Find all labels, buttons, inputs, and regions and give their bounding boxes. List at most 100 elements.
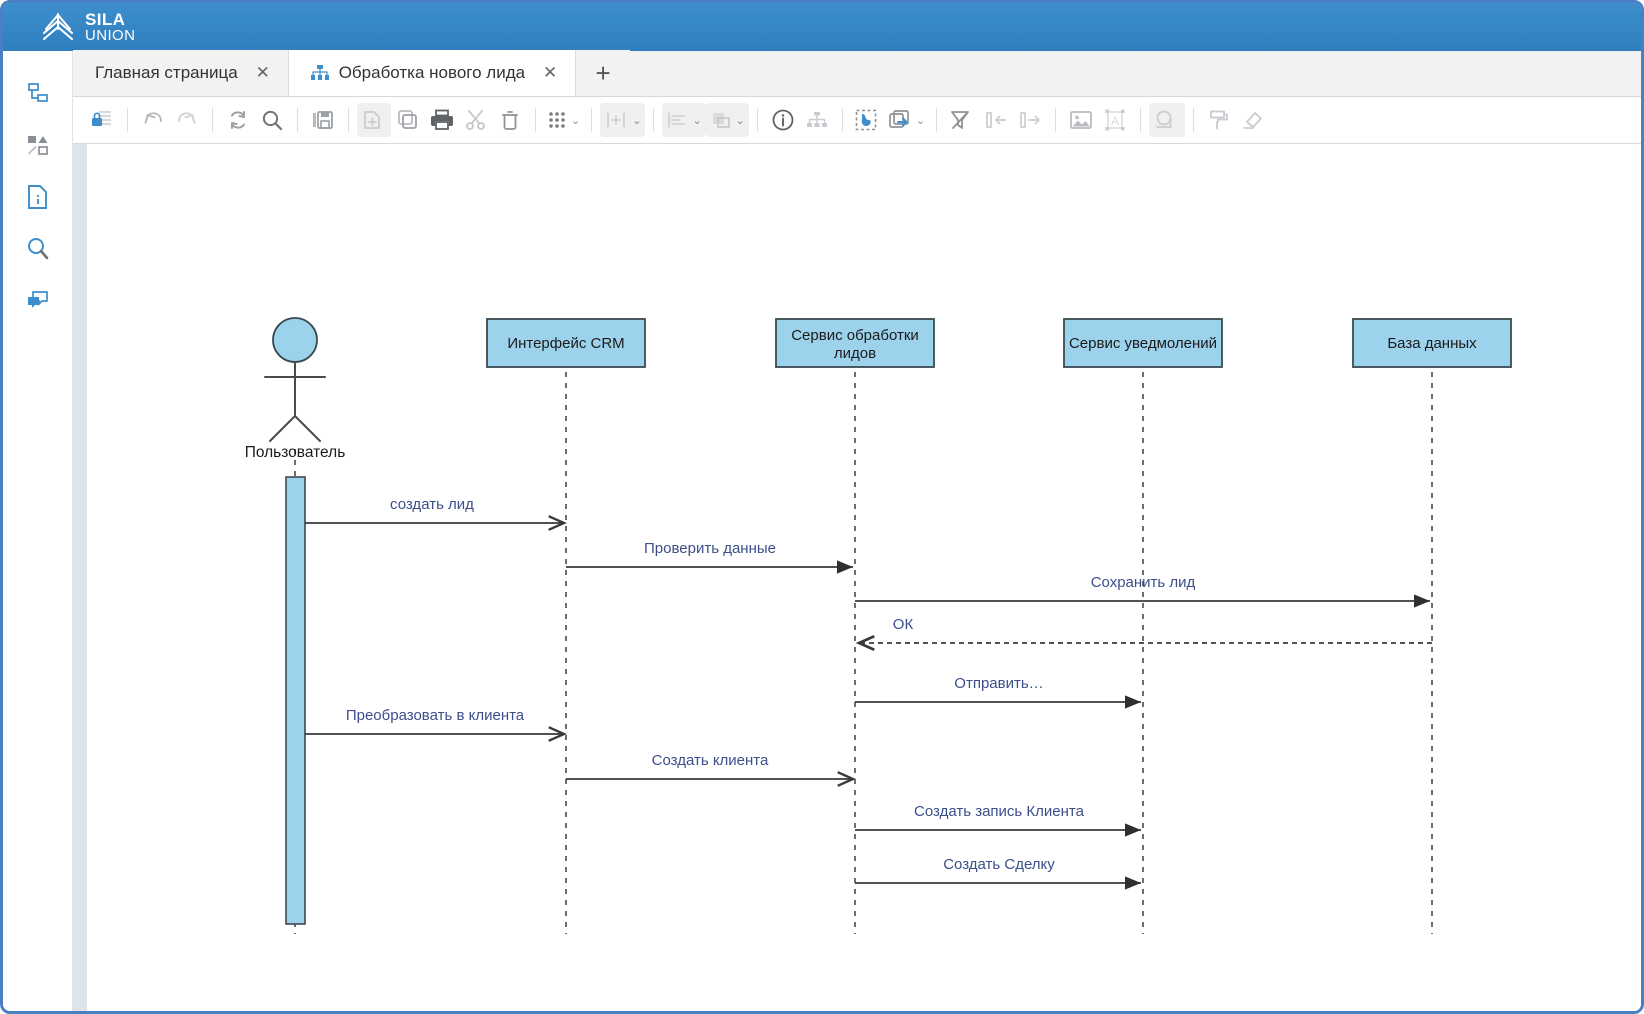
tab-main-page[interactable]: Главная страница ✕ (73, 50, 289, 96)
redo-button[interactable] (170, 103, 204, 137)
refresh-button[interactable] (221, 103, 255, 137)
format-painter-icon (1210, 110, 1228, 130)
shape-style-dropdown-button[interactable] (1149, 103, 1186, 137)
lifeline-header-lead-service[interactable]: Сервис обработки лидов (775, 318, 935, 368)
diagram-canvas-area: Пользователь Интерфейс CRM Сервис обрабо… (73, 144, 1641, 1011)
brand-name-line2: UNION (85, 27, 136, 45)
info-icon (772, 109, 794, 131)
zoom-search-button[interactable] (255, 103, 289, 137)
delete-button[interactable] (493, 103, 527, 137)
chevron-down-icon: ⌄ (915, 114, 926, 127)
message-label: Создать Сделку (943, 856, 1055, 873)
message-save-lead[interactable]: Сохранить лид (855, 574, 1430, 608)
lock-document-icon (92, 110, 111, 126)
message-verify-data[interactable]: Проверить данные (566, 540, 853, 574)
message-ok-reply[interactable]: ОК (855, 616, 1432, 652)
tab-lead-processing[interactable]: Обработка нового лида ✕ (288, 50, 577, 96)
filter-dropdown-button[interactable] (945, 103, 979, 137)
toolbar-separator (535, 108, 536, 132)
print-button[interactable] (425, 103, 459, 137)
selection-icon (855, 109, 877, 131)
sidebar-item-document[interactable] (16, 171, 60, 223)
toolbar-separator (297, 108, 298, 132)
sila-union-logo: SILA UNION (41, 9, 136, 45)
image-icon (1070, 111, 1092, 129)
comments-icon (27, 291, 48, 308)
sidebar-item-shapes[interactable] (16, 119, 60, 171)
message-create-lead[interactable]: создать лид (305, 496, 567, 531)
indent-right-icon (1020, 112, 1040, 128)
indent-right-button[interactable] (1013, 103, 1047, 137)
copy-button[interactable] (391, 103, 425, 137)
hierarchy-button[interactable] (800, 103, 834, 137)
toolbar-separator (591, 108, 593, 132)
lifeline-label-lead-service-line2: лидов (834, 345, 876, 362)
delete-icon (502, 111, 518, 130)
message-create-deal[interactable]: Создать Сделку (855, 856, 1141, 890)
toolbar-separator (756, 108, 758, 132)
diagram-canvas[interactable]: Пользователь Интерфейс CRM Сервис обрабо… (87, 144, 1641, 1011)
message-send-notification[interactable]: Отправить… (855, 675, 1141, 709)
sidebar-item-search[interactable] (16, 223, 60, 275)
lifeline-header-notification-service[interactable]: Сервис уведмолений (1063, 318, 1223, 368)
selection-dropdown-button[interactable] (851, 103, 885, 137)
shape-style-icon (1156, 110, 1172, 128)
indent-left-button[interactable] (979, 103, 1013, 137)
hierarchy-icon (806, 112, 827, 127)
tab-lead-processing-label: Обработка нового лида (338, 63, 526, 82)
toolbar-separator (936, 108, 938, 132)
order-dropdown-button[interactable]: ⌄ (705, 103, 749, 137)
align-icon (668, 112, 686, 128)
add-shape-dropdown-button[interactable] (357, 103, 391, 137)
message-create-client-record[interactable]: Создать запись Клиента (855, 803, 1141, 837)
message-label: Сохранить лид (1091, 574, 1196, 591)
structure-icon (27, 83, 48, 102)
filter-icon (951, 111, 969, 129)
search-icon (27, 238, 48, 260)
text-box-button[interactable]: A (1098, 103, 1132, 137)
message-create-client[interactable]: Создать клиента (566, 752, 856, 787)
sidebar-item-structure[interactable] (16, 67, 60, 119)
eraser-button[interactable] (1236, 103, 1270, 137)
tab-main-page-label: Главная страница (95, 63, 238, 82)
lifeline-label-notification-service: Сервис уведмолений (1069, 335, 1217, 352)
info-button[interactable] (766, 103, 800, 137)
undo-icon (144, 112, 162, 124)
lifeline-header-database[interactable]: База данных (1352, 318, 1512, 368)
tab-lead-processing-close-icon[interactable]: ✕ (542, 63, 558, 82)
sequence-diagram: Пользователь Интерфейс CRM Сервис обрабо… (245, 317, 1512, 934)
eraser-icon (1243, 112, 1262, 129)
lifeline-header-user[interactable]: Пользователь (245, 317, 346, 461)
toolbar-separator (1193, 108, 1195, 132)
grid-dropdown-button[interactable]: ⌄ (544, 103, 583, 137)
text-box-icon: A (1105, 109, 1125, 131)
insert-image-button[interactable] (1064, 103, 1098, 137)
new-tab-button[interactable]: + (576, 50, 631, 96)
cut-button[interactable] (459, 103, 493, 137)
undo-button[interactable] (136, 103, 170, 137)
activation-bar-user[interactable] (285, 476, 306, 925)
message-convert-to-client[interactable]: Преобразовать в клиента (305, 707, 567, 742)
align-dropdown-button[interactable]: ⌄ (662, 103, 706, 137)
shapes-icon (27, 136, 48, 155)
lifeline-dashes (294, 372, 1433, 934)
hierarchy-icon (310, 65, 329, 80)
brand-header: SILA UNION (3, 3, 1641, 51)
lock-document-button[interactable] (85, 103, 119, 137)
format-painter-button[interactable] (1202, 103, 1236, 137)
brand-name-line1: SILA (85, 9, 126, 29)
spacing-dropdown-button[interactable]: ⌄ (600, 103, 646, 137)
message-label: Создать клиента (652, 752, 769, 769)
svg-text:A: A (1111, 114, 1119, 128)
toolbar-separator (1140, 108, 1142, 132)
message-label: Проверить данные (644, 540, 776, 557)
lifeline-label-database: База данных (1387, 335, 1477, 352)
chevron-down-icon: ⌄ (632, 114, 642, 127)
paste-save-button[interactable] (306, 103, 340, 137)
lifeline-header-crm[interactable]: Интерфейс CRM (486, 318, 646, 368)
sidebar-item-comments[interactable] (16, 275, 60, 327)
export-dropdown-button[interactable]: ⌄ (885, 103, 928, 137)
tab-main-page-close-icon[interactable]: ✕ (255, 63, 270, 82)
vertical-scrollbar[interactable] (73, 144, 87, 1011)
toolbar-separator (1055, 108, 1057, 132)
